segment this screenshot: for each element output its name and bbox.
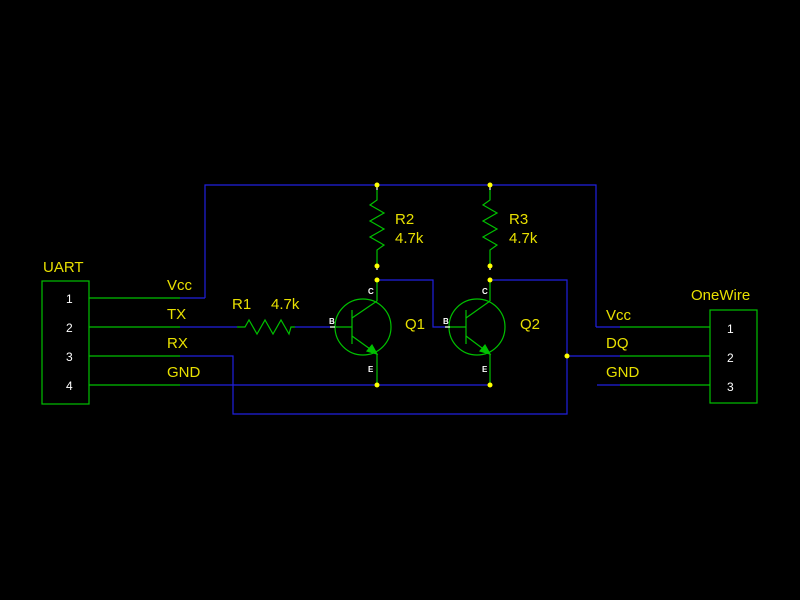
q2-collector-label: C [482,287,488,296]
onewire-pin-3-number: 3 [727,380,734,394]
pin-stubs [330,185,491,328]
resistor-r3 [481,190,499,265]
junctions [374,182,570,388]
uart-pin-1-number: 1 [66,292,73,306]
q2-name: Q2 [520,316,540,333]
uart-pin-2-number: 2 [66,321,73,335]
onewire-pin-2-number: 2 [727,351,734,365]
q1-base-label: B [329,317,335,326]
onewire-title: OneWire [691,287,750,304]
r2-name: R2 [395,211,414,228]
q2-base-label: B [443,317,449,326]
junction-dot [487,277,493,283]
wire-q1c-to-q2b [377,279,445,328]
onewire-signal-gnd: GND [606,364,640,381]
wires [180,184,620,415]
r3-value: 4.7k [509,230,538,247]
transistor-q1 [330,280,392,385]
uart-signal-vcc: Vcc [167,277,193,294]
wire-rx-loop [180,355,597,415]
uart-pin-3-number: 3 [66,350,73,364]
uart-signal-tx: TX [167,306,186,323]
r1-value: 4.7k [271,296,300,313]
transistor-q2 [445,280,506,385]
uart-signal-rx: RX [167,335,188,352]
junction-dot [487,263,493,269]
q1-emitter-label: E [368,365,374,374]
junction-dot [374,182,380,188]
onewire-signal-dq: DQ [606,335,629,352]
junction-dot [487,182,493,188]
resistor-r2 [368,190,386,265]
uart-connector [41,280,90,405]
r1-name: R1 [232,296,251,313]
junction-dot [374,277,380,283]
r2-value: 4.7k [395,230,424,247]
wire-q2c-to-dq [490,279,568,356]
r3-name: R3 [509,211,528,228]
junction-dot [487,382,493,388]
junction-dot [374,263,380,269]
uart-pin-4-number: 4 [66,379,73,393]
uart-signal-gnd: GND [167,364,201,381]
q1-name: Q1 [405,316,425,333]
wire-vcc-rail [204,184,597,327]
junction-dot [374,382,380,388]
onewire-pin-1-number: 1 [727,322,734,336]
uart-title: UART [43,259,84,276]
q2-emitter-label: E [482,365,488,374]
components [41,190,758,405]
junction-dot [564,353,570,359]
onewire-signal-vcc: Vcc [606,307,632,324]
resistor-r1 [237,318,295,336]
q1-collector-label: C [368,287,374,296]
